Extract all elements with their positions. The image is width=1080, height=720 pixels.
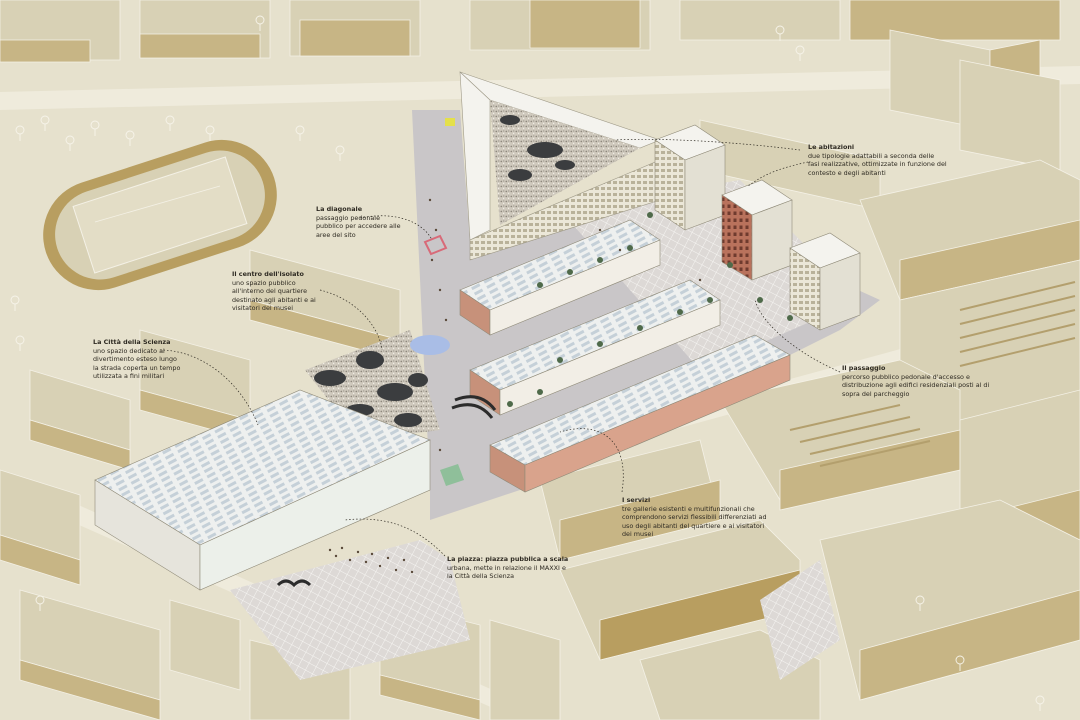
context-blocks-west xyxy=(0,249,401,720)
residential-towers xyxy=(654,124,861,331)
annotation-piazza: La piazza: piazza pubblica a scala urban… xyxy=(447,555,568,581)
annotation-line: visitatori dei musei xyxy=(232,304,294,313)
annotation-line: destinato agli abitanti e ai xyxy=(232,295,316,304)
annotation-line: uso degli abitanti del quartiere e ai vi… xyxy=(622,521,765,530)
context-trees xyxy=(10,15,1045,711)
annotation-title: Il passaggio xyxy=(842,364,886,372)
piazza-paving xyxy=(230,540,470,680)
galleries xyxy=(459,219,791,493)
annotation-line: utilizzata a fini militari xyxy=(93,372,165,381)
triangular-building xyxy=(445,71,661,261)
annotation-line: all'interno del quartiere xyxy=(232,287,308,296)
annotation-line: divertimento esteso lungo xyxy=(93,355,177,364)
annotation-line: fasi realizzative, ottimizzate in funzio… xyxy=(808,160,947,169)
annotation-title: La diagonale xyxy=(316,205,363,213)
annotation-line: pubblico per accedere alle xyxy=(316,222,401,231)
context-blocks-north xyxy=(0,0,1061,171)
annotation-citta-della-scienza: La Città della Scienza uno spazio dedica… xyxy=(93,338,180,381)
annotation-abitazioni: Le abitazioni due tipologie adattabili a… xyxy=(808,143,947,177)
annotation-line: percorso pubblico pedonale d'accesso e xyxy=(842,372,970,381)
industrial-roofs xyxy=(789,281,1076,467)
annotation-leaders xyxy=(159,138,841,557)
annotation-line: uno spazio dedicato al xyxy=(93,346,165,355)
annotation-line: tre gallerie esistenti e multifunzionali… xyxy=(622,504,755,513)
annotation-line: sopra del parcheggio xyxy=(842,389,910,398)
annotation-line: la strada coperta un tempo xyxy=(93,363,181,372)
annotation-line: comprendono servizi flessibili differenz… xyxy=(622,513,767,522)
annotation-line: aree del sito xyxy=(316,230,356,239)
people xyxy=(328,198,702,574)
running-track xyxy=(43,139,277,291)
annotation-line: dei musei xyxy=(622,530,654,539)
annotation-title: La piazza: piazza pubblica a scala xyxy=(447,555,569,563)
annotation-title: Il centro dell'isolato xyxy=(232,270,304,278)
context-blocks-south xyxy=(249,439,821,720)
annotation-title: I servizi xyxy=(622,496,651,504)
annotation-line: contesto e degli abitanti xyxy=(808,168,886,177)
annotation-line: due tipologie adattabili a seconda delle xyxy=(808,151,935,160)
annotation-line: uno spazio pubblico xyxy=(232,278,296,287)
annotation-line: passaggio pedonale xyxy=(316,213,381,222)
annotation-line: la Città della Scienza xyxy=(447,572,515,581)
palm-trees xyxy=(507,212,793,407)
annotation-line: urbana, mette in relazione il MAXXI e xyxy=(447,563,566,572)
citta-della-scienza-building xyxy=(94,389,431,591)
annotation-title: La Città della Scienza xyxy=(93,338,171,346)
fountain-pool xyxy=(410,335,450,355)
annotation-diagonale: La diagonale passaggio pedonale pubblico… xyxy=(316,205,401,239)
annotation-passaggio: Il passaggio percorso pubblico pedonale … xyxy=(842,364,989,398)
site-accents xyxy=(276,234,497,588)
annotation-title: Le abitazioni xyxy=(808,143,855,151)
annotation-line: distribuzione agli edifici residenziali … xyxy=(842,381,990,390)
annotation-servizi: I servizi tre gallerie esistenti e multi… xyxy=(622,496,767,539)
annotation-isolato: Il centro dell'isolato uno spazio pubbli… xyxy=(232,270,316,313)
